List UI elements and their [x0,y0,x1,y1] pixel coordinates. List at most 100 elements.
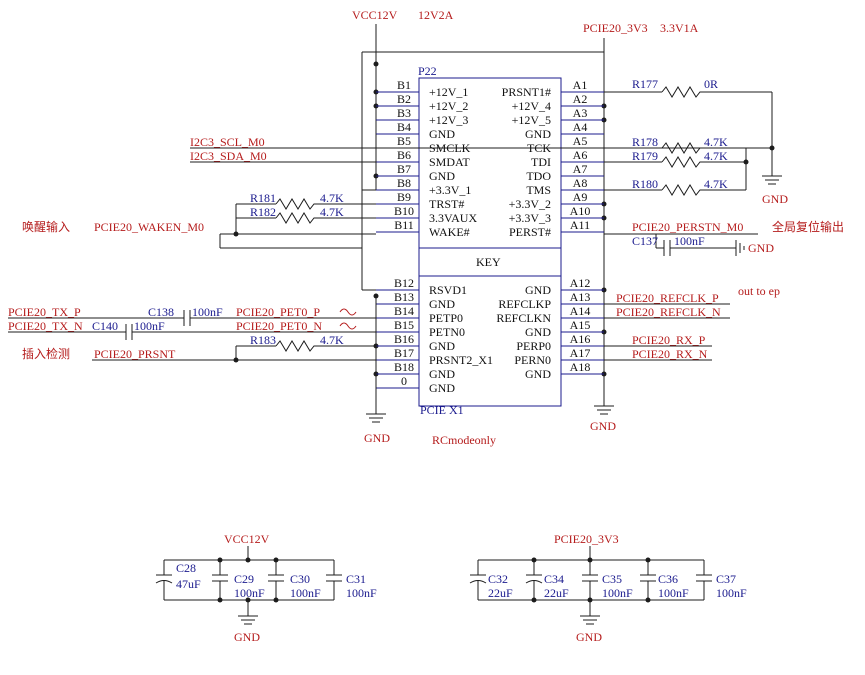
prsnt-cn: 插入检测 [22,346,70,361]
a-pin-name: +12V_4 [512,99,551,113]
b-pin-name: PRSNT2_X1 [429,353,493,367]
b-pin-number: B14 [394,304,414,318]
b-pin-number: B17 [394,346,414,360]
a-pin-number: A2 [573,92,588,106]
b-pin-number: B3 [397,106,411,120]
c35-ref: C35 [602,572,622,586]
c37-val: 100nF [716,586,747,600]
gnd-label-c137: GND [748,241,774,255]
net-waken: PCIE20_WAKEN_M0 [94,220,204,234]
a-pin-number: A8 [573,176,588,190]
c29-ref: C29 [234,572,254,586]
b-pin-number: B10 [394,204,414,218]
a-pin-number: A9 [573,190,588,204]
bottom-3v3-label: PCIE20_3V3 [554,532,619,546]
b-pin-name: PETN0 [429,325,465,339]
vcc12v-note: 12V2A [418,8,454,22]
r180-val: 4.7K [704,177,728,191]
connector-key: KEY [476,255,501,269]
a-pin-name: GND [525,367,551,381]
b-pin-number: B5 [397,134,411,148]
c137-val: 100nF [674,234,705,248]
a-pin-number: A5 [573,134,588,148]
a-pin: A10+3.3V_3 [509,204,604,225]
b-pin-number: B7 [397,162,411,176]
bottom-gnd-left: GND [234,630,260,644]
bottom-gnd-right: GND [576,630,602,644]
a-pin-name: TDO [526,169,551,183]
b-pin-number: B15 [394,318,414,332]
left-resistors [275,198,318,352]
r182-ref: R182 [250,205,276,219]
a-pin: A3+12V_5 [512,106,604,127]
b-pin: B2 +12V_2 [376,92,468,113]
refclk-note: out to ep [738,284,780,298]
b-pin: B3+12V_3 [376,106,468,127]
b-pin-number: B18 [394,360,414,374]
bottom-vcc12v-label: VCC12V [224,532,270,546]
b-pin-number: B1 [397,78,411,92]
r178-ref: R178 [632,135,658,149]
c30-val: 100nF [290,586,321,600]
vcc12v-label: VCC12V [352,8,398,22]
b-pin-name: 3.3VAUX [429,211,477,225]
net-tx-p: PCIE20_TX_P [8,305,81,319]
c37-ref: C37 [716,572,736,586]
r179-val: 4.7K [704,149,728,163]
a-pin-number: A14 [570,304,591,318]
r182-val: 4.7K [320,205,344,219]
net-rx-p: PCIE20_RX_P [632,333,706,347]
b-pin-number: B12 [394,276,414,290]
b-pin-name: +12V_2 [429,99,468,113]
a-pin-number: A11 [570,218,590,232]
diff-pair-marker [339,308,357,330]
b-pin-name: PETP0 [429,311,463,325]
a-pin-number: A13 [570,290,591,304]
b-pin-number: B16 [394,332,414,346]
waken-cn: 唤醒输入 [22,219,70,234]
a-pin-number: A15 [570,318,591,332]
r181-ref: R181 [250,191,276,205]
c30-ref: C30 [290,572,310,586]
net-perstn: PCIE20_PERSTN_M0 [632,220,743,234]
pcie-3v3-note: 3.3V1A [660,21,699,35]
gnd-label-left: GND [364,431,390,445]
rc-mode-note: RCmodeonly [432,433,496,447]
a-pin-name: TMS [526,183,551,197]
net-tx-n: PCIE20_TX_N [8,319,83,333]
b-pin-number: B2 [397,92,411,106]
b-pin-number: B8 [397,176,411,190]
gnd-label-right: GND [590,419,616,433]
a-pin-number: A16 [570,332,591,346]
a-pin-name: TDI [531,155,551,169]
c34-val: 22uF [544,586,569,600]
c34-ref: C34 [544,572,564,586]
c36-ref: C36 [658,572,678,586]
connector-ref: P22 [418,64,437,78]
perstn-cn: 全局复位输出 [772,219,844,234]
b-pin-name: GND [429,367,455,381]
r181-val: 4.7K [320,191,344,205]
a-pin: A2 +12V_4 [512,92,604,113]
c137-cap [663,240,745,256]
a-pin-name: +3.3V_2 [509,197,551,211]
a-pin-number: A18 [570,360,591,374]
b-pin-number: B4 [397,120,411,134]
r183-val: 4.7K [320,333,344,347]
